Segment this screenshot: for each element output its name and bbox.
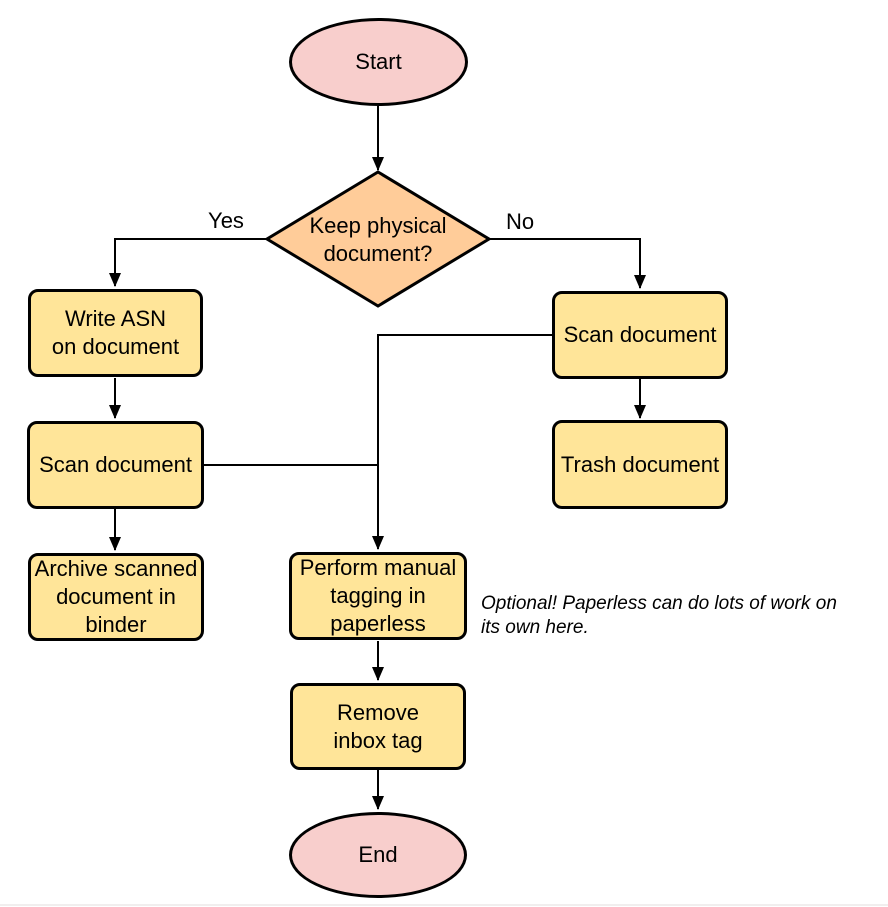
node-label-line: inbox tag: [333, 727, 423, 753]
node-label-line: Keep physical: [309, 213, 447, 238]
node-scan-document-left: Scan document: [27, 421, 204, 509]
node-write-asn: Write ASN on document: [28, 289, 203, 377]
node-label-line: Trash document: [560, 451, 720, 477]
node-scan-document-right: Scan document: [552, 291, 728, 379]
node-label-line: Archive scanned: [34, 556, 198, 581]
note-line: Optional! Paperless can do lots of work …: [481, 593, 837, 614]
node-remove-inbox-tag: Remove inbox tag: [290, 683, 466, 770]
node-label-line: binder: [85, 612, 147, 637]
no-label: No: [505, 209, 535, 234]
edge-scan-right-to-tagging: [372, 334, 552, 550]
node-label-line: Scan document: [563, 322, 717, 347]
node-label-line: Scan document: [39, 452, 192, 477]
decision-diamond: [264, 170, 492, 308]
yes-label: Yes: [208, 208, 244, 233]
node-label-line: document?: [323, 241, 433, 266]
node-archive-binder: Archive scanned document in binder: [28, 553, 204, 641]
node-label-line: End: [358, 842, 398, 867]
node-label-line: document in: [56, 584, 176, 609]
node-label-line: paperless: [330, 611, 426, 636]
node-label-line: Perform manual: [299, 555, 457, 580]
optional-note: Optional! Paperless can do lots of work …: [481, 592, 837, 640]
node-label-line: Write ASN: [64, 306, 167, 331]
node-start: Start: [289, 18, 468, 106]
node-label-line: Start: [355, 49, 402, 74]
node-label-line: tagging in: [330, 583, 426, 608]
edge-no-branch: [489, 238, 646, 289]
node-decision-label: Keep physical document?: [278, 212, 478, 268]
node-label-line: on document: [51, 334, 180, 359]
edge-yes-branch: [109, 238, 267, 287]
node-label-line: Remove: [337, 699, 419, 725]
node-trash-document: Trash document: [552, 420, 728, 509]
node-perform-tagging: Perform manual tagging in paperless: [289, 552, 467, 640]
note-line: its own here.: [481, 617, 589, 638]
bottom-divider: [0, 904, 888, 906]
node-end: End: [289, 812, 467, 898]
